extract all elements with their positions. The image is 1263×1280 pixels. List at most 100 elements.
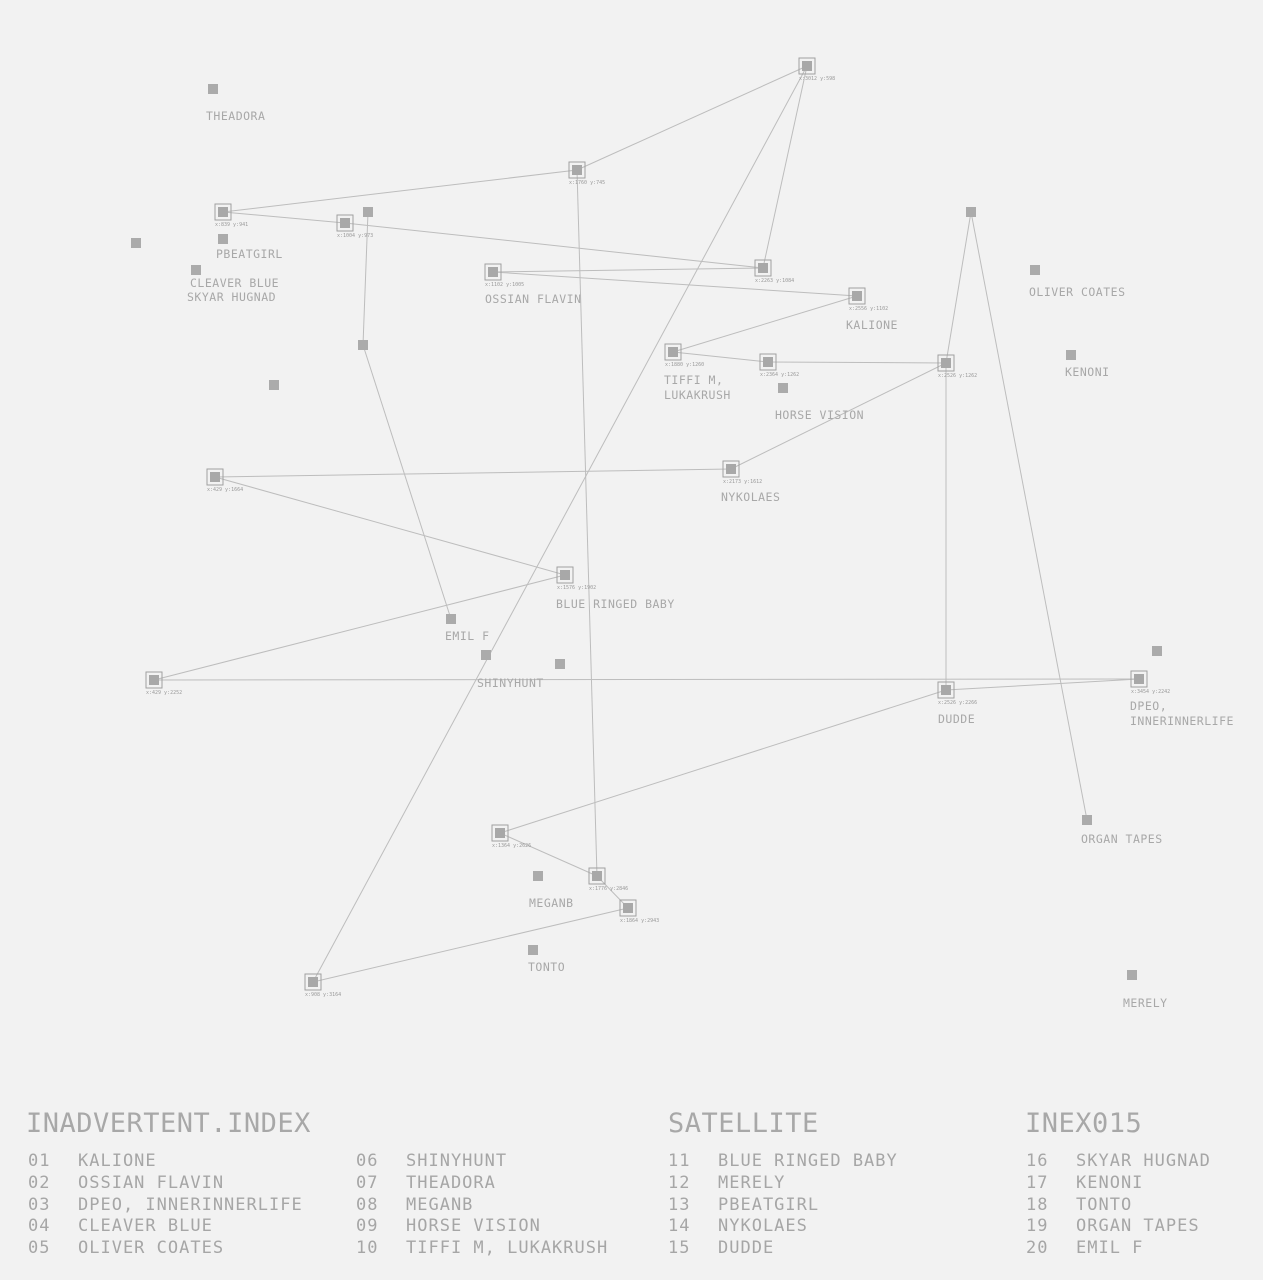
node-frame xyxy=(556,566,574,584)
marker-square xyxy=(533,871,543,881)
node-frame xyxy=(206,468,224,486)
label-lukakrush: LUKAKRUSH xyxy=(664,388,731,402)
label-meganb: MEGANB xyxy=(529,896,574,910)
label-pbeatgirl: PBEATGIRL xyxy=(216,247,283,261)
coordinate-readout: x:1102 y:1005 xyxy=(485,282,524,288)
coordinate-readout: x:1364 y:2626 xyxy=(492,843,531,849)
coordinate-readout: x:2556 y:1102 xyxy=(849,306,888,312)
connection-line xyxy=(214,476,566,576)
label-blue-ringed-baby: BLUE RINGED BABY xyxy=(556,597,675,611)
node-marker xyxy=(210,472,220,482)
connection-line xyxy=(576,65,808,171)
marker-square xyxy=(1066,350,1076,360)
label-cleaver-blue: CLEAVER BLUE xyxy=(190,276,279,290)
node-marker xyxy=(802,61,812,71)
coordinate-node: x:2263 y:1084 xyxy=(754,259,794,284)
coordinate-readout: x:2526 y:2266 xyxy=(938,700,977,706)
coordinate-readout: x:1880 y:1260 xyxy=(665,362,704,368)
coordinate-node: x:1004 y:973 xyxy=(336,214,373,239)
marker-square xyxy=(778,383,788,393)
node-marker xyxy=(726,464,736,474)
node-frame xyxy=(722,460,740,478)
coordinate-readout: x:429 y:2252 xyxy=(146,690,182,696)
coordinate-readout: x:1760 y:745 xyxy=(569,180,605,186)
node-marker xyxy=(308,977,318,987)
label-dpeo: DPEO, xyxy=(1130,699,1167,713)
coordinate-node: x:2526 y:2266 xyxy=(937,681,977,706)
node-marker xyxy=(149,675,159,685)
node-marker xyxy=(668,347,678,357)
connection-line xyxy=(596,875,629,909)
marker-square xyxy=(528,945,538,955)
node-marker xyxy=(218,207,228,217)
scatter-squares xyxy=(131,84,1162,980)
coordinate-readout: x:1004 y:973 xyxy=(337,233,373,239)
marker-square xyxy=(363,207,373,217)
connection-line xyxy=(362,211,369,346)
node-marker xyxy=(495,828,505,838)
coordinate-node: x:1880 y:1260 xyxy=(664,343,704,368)
node-frame xyxy=(664,343,682,361)
node-frame xyxy=(568,161,586,179)
coordinate-node: x:908 y:3164 xyxy=(304,973,341,998)
coordinate-readout: x:1776 y:2846 xyxy=(589,886,628,892)
coordinate-readout: x:2263 y:1084 xyxy=(755,278,794,284)
coordinate-readout: x:1864 y:2943 xyxy=(620,918,659,924)
connection-line xyxy=(762,65,808,269)
connection-line xyxy=(576,169,598,877)
connection-lines xyxy=(153,65,1140,983)
connection-line xyxy=(499,832,598,877)
label-skyar-hugnad: SKYAR HUGNAD xyxy=(187,290,276,304)
marker-square xyxy=(358,340,368,350)
node-marker xyxy=(852,291,862,301)
coordinate-node: x:1102 y:1005 xyxy=(484,263,524,288)
connection-line xyxy=(767,361,947,364)
coordinate-node: x:2364 y:1262 xyxy=(759,353,799,378)
coordinate-readout: x:3454 y:2242 xyxy=(1131,689,1170,695)
coordinate-node: x:429 y:2252 xyxy=(145,671,182,696)
marker-square xyxy=(191,265,201,275)
coordinate-node: x:1776 y:2846 xyxy=(588,867,628,892)
marker-square xyxy=(218,234,228,244)
node-frame xyxy=(214,203,232,221)
node-marker xyxy=(340,218,350,228)
label-nykolaes: NYKOLAES xyxy=(721,490,780,504)
coordinate-node: x:2526 y:1262 xyxy=(937,354,977,379)
marker-square xyxy=(131,238,141,248)
connection-line xyxy=(945,211,972,364)
node-frame xyxy=(848,287,866,305)
node-frame xyxy=(798,57,816,75)
coordinate-node: x:1364 y:2626 xyxy=(491,824,531,849)
marker-square xyxy=(1127,970,1137,980)
marker-square xyxy=(1152,646,1162,656)
connection-line xyxy=(499,689,947,834)
marker-square xyxy=(555,659,565,669)
coordinate-node: x:3012 y:598 xyxy=(798,57,835,82)
label-kenoni: KENONI xyxy=(1065,365,1110,379)
label-shinyhunt: SHINYHUNT xyxy=(477,676,544,690)
coordinate-node: x:429 y:1664 xyxy=(206,468,243,493)
connection-line xyxy=(312,907,629,983)
label-innerinnerlife: INNERINNERLIFE xyxy=(1130,714,1234,728)
node-frame xyxy=(336,214,354,232)
connection-line xyxy=(153,574,566,681)
node-frame xyxy=(1130,670,1148,688)
connection-line xyxy=(672,351,769,363)
node-marker xyxy=(941,358,951,368)
node-marker xyxy=(763,357,773,367)
node-frame xyxy=(484,263,502,281)
connection-line xyxy=(344,222,764,269)
connection-line xyxy=(222,169,578,213)
coordinate-readout: x:429 y:1664 xyxy=(207,487,243,493)
coordinate-readout: x:1576 y:1902 xyxy=(557,585,596,591)
marker-square xyxy=(966,207,976,217)
connection-line xyxy=(153,678,1140,681)
label-ossian-flavin: OSSIAN FLAVIN xyxy=(485,292,582,306)
node-frame xyxy=(145,671,163,689)
artist-labels: THEADORA PBEATGIRL CLEAVER BLUE SKYAR HU… xyxy=(187,109,1234,1010)
node-marker xyxy=(758,263,768,273)
coordinate-readout: x:2364 y:1262 xyxy=(760,372,799,378)
node-frame xyxy=(588,867,606,885)
